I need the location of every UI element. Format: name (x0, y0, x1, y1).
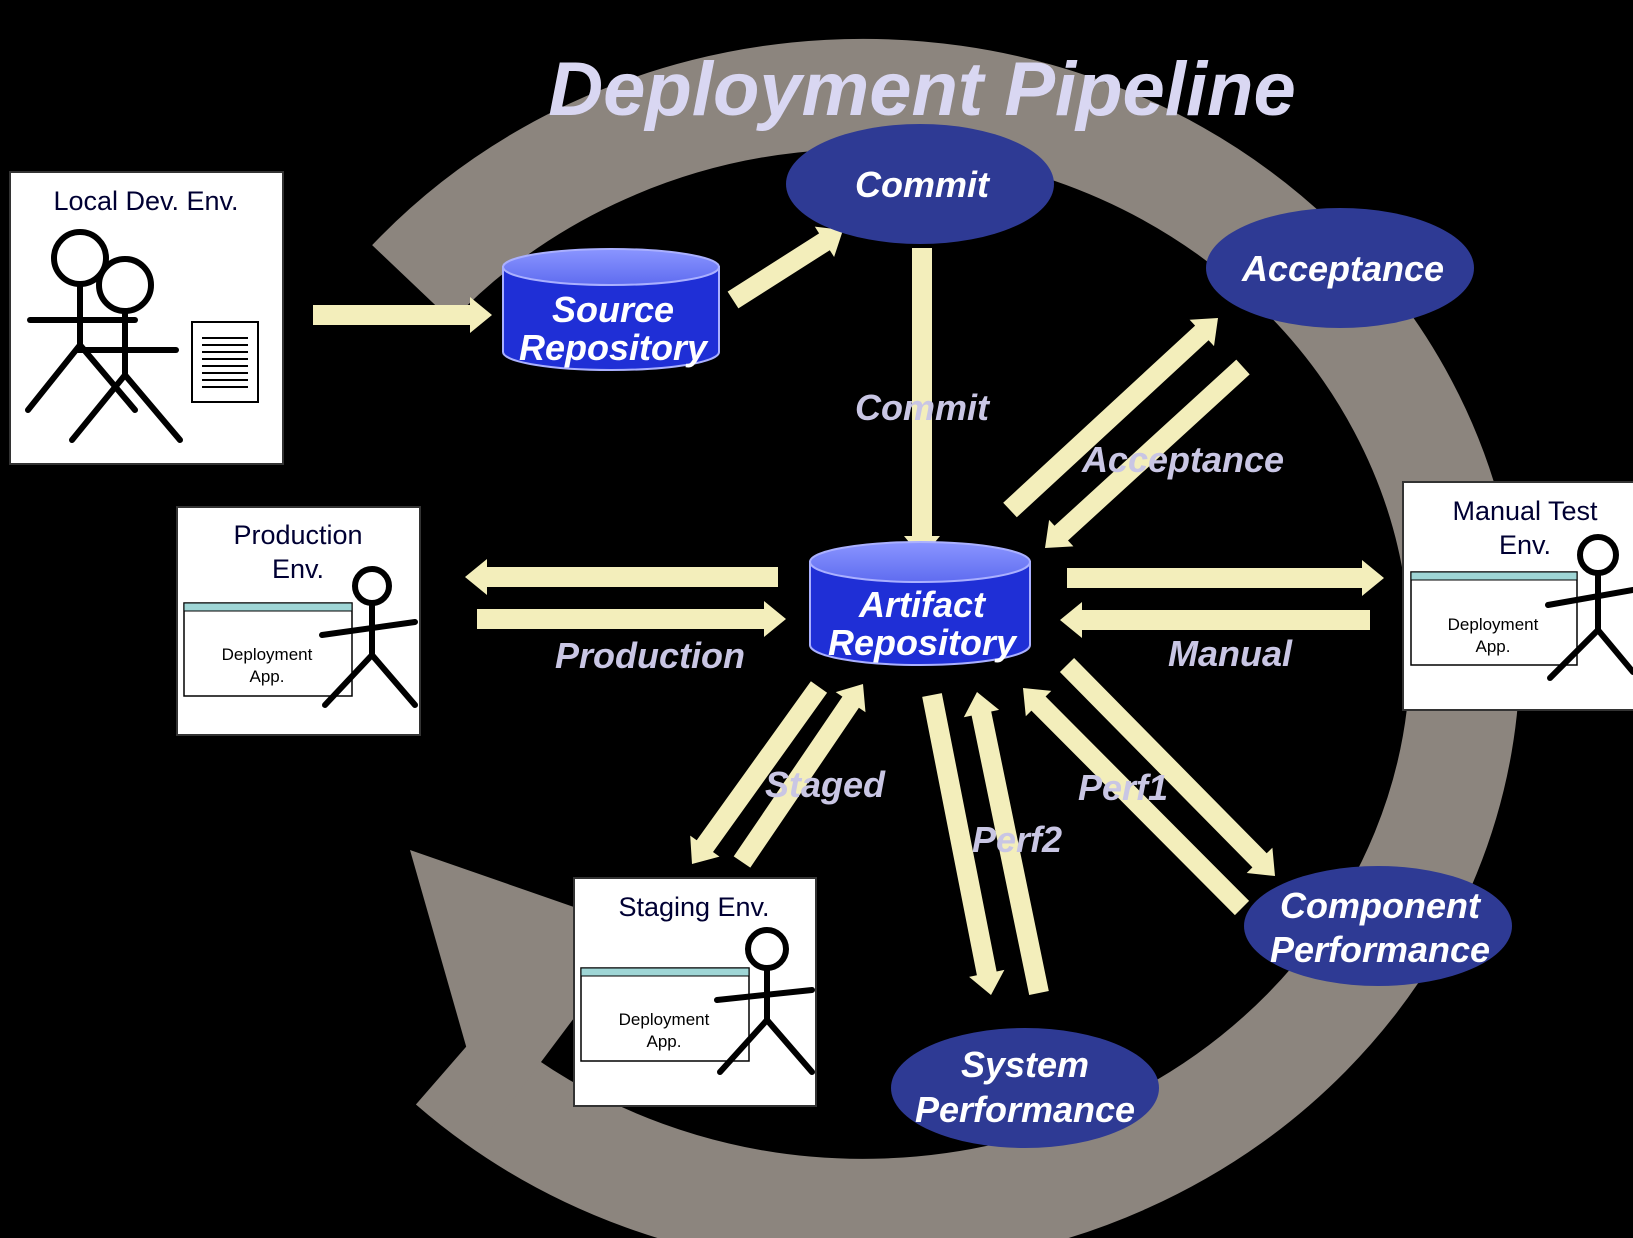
arrow-commit-to-artifact (904, 248, 940, 558)
tester-stick-figure-icon (1545, 534, 1633, 681)
deployment-app-label-line1: Deployment (619, 1010, 710, 1029)
source-repository: Source Repository (502, 248, 720, 371)
production-env: Production Env. Deployment App. (176, 506, 421, 736)
arrow-local-to-source (313, 297, 492, 333)
deployment-app-window (1410, 571, 1578, 666)
local-dev-env: Local Dev. Env. (9, 171, 284, 465)
artifact-repository: Artifact Repository (809, 541, 1031, 666)
deployment-app-label-line2: App. (647, 1032, 682, 1051)
component-performance-label-line2: Performance (1270, 929, 1490, 970)
diagram-title: Deployment Pipeline (548, 47, 1296, 132)
system-performance-label-line1: System (961, 1044, 1089, 1085)
flow-label-staged: Staged (765, 764, 886, 805)
system-performance-stage: System Performance (891, 1028, 1159, 1148)
commit-stage: Commit (786, 124, 1054, 244)
acceptance-stage-label: Acceptance (1241, 248, 1444, 289)
flow-label-acceptance: Acceptance (1081, 439, 1284, 480)
arrow-staging-to-artifact (733, 684, 866, 868)
deployment-app-window (183, 602, 353, 697)
stager-stick-figure-icon (714, 927, 815, 1075)
production-env-label-line1: Production (233, 520, 362, 550)
component-performance-stage: Component Performance (1244, 866, 1512, 986)
manual-test-env-label-line2: Env. (1499, 530, 1551, 560)
system-performance-label-line2: Performance (915, 1089, 1135, 1130)
deployment-app-label-line2: App. (1476, 637, 1511, 656)
arrow-acceptance-to-artifact (1045, 359, 1250, 548)
document-icon (191, 321, 259, 403)
arrow-artifact-to-staging (690, 681, 828, 864)
artifact-repository-label-line1: Artifact (858, 584, 987, 625)
arrow-production-to-artifact (477, 601, 786, 637)
acceptance-stage: Acceptance (1206, 208, 1474, 328)
flow-label-manual: Manual (1168, 633, 1293, 674)
developer-pair-icon (25, 229, 183, 443)
flow-label-perf2: Perf2 (972, 819, 1062, 860)
source-repository-label-line1: Source (552, 289, 674, 330)
artifact-repository-label-line2: Repository (828, 622, 1018, 663)
arrow-artifact-to-system (922, 693, 1005, 995)
arrow-source-to-commit (727, 226, 843, 309)
staging-env-label: Staging Env. (618, 892, 769, 922)
arrow-artifact-to-acceptance (1003, 318, 1218, 518)
manual-test-env: Manual Test Env. Deployment App. (1402, 481, 1633, 711)
flow-label-commit: Commit (855, 387, 991, 428)
arrow-artifact-to-manual (1067, 560, 1384, 596)
arrow-component-to-artifact (1023, 688, 1250, 916)
staging-env: Staging Env. Deployment App. (573, 877, 817, 1107)
arrow-artifact-to-component (1059, 658, 1275, 876)
deployment-app-window (580, 967, 750, 1062)
deployment-app-label-line2: App. (250, 667, 285, 686)
flow-arrows (313, 226, 1384, 995)
source-repository-label-line2: Repository (519, 327, 709, 368)
arrow-manual-to-artifact (1060, 602, 1370, 638)
production-env-label-line2: Env. (272, 554, 324, 584)
deployment-app-label-line1: Deployment (1448, 615, 1539, 634)
commit-stage-label: Commit (855, 164, 991, 205)
deployment-app-label-line1: Deployment (222, 645, 313, 664)
component-performance-label-line1: Component (1280, 885, 1482, 926)
manual-test-env-label-line1: Manual Test (1452, 496, 1598, 526)
local-dev-env-label: Local Dev. Env. (53, 186, 238, 216)
arrow-system-to-artifact (963, 692, 1049, 995)
flow-label-perf1: Perf1 (1078, 767, 1168, 808)
arrow-artifact-to-production (465, 559, 778, 595)
flow-label-production: Production (555, 635, 745, 676)
operator-stick-figure-icon (319, 566, 418, 708)
